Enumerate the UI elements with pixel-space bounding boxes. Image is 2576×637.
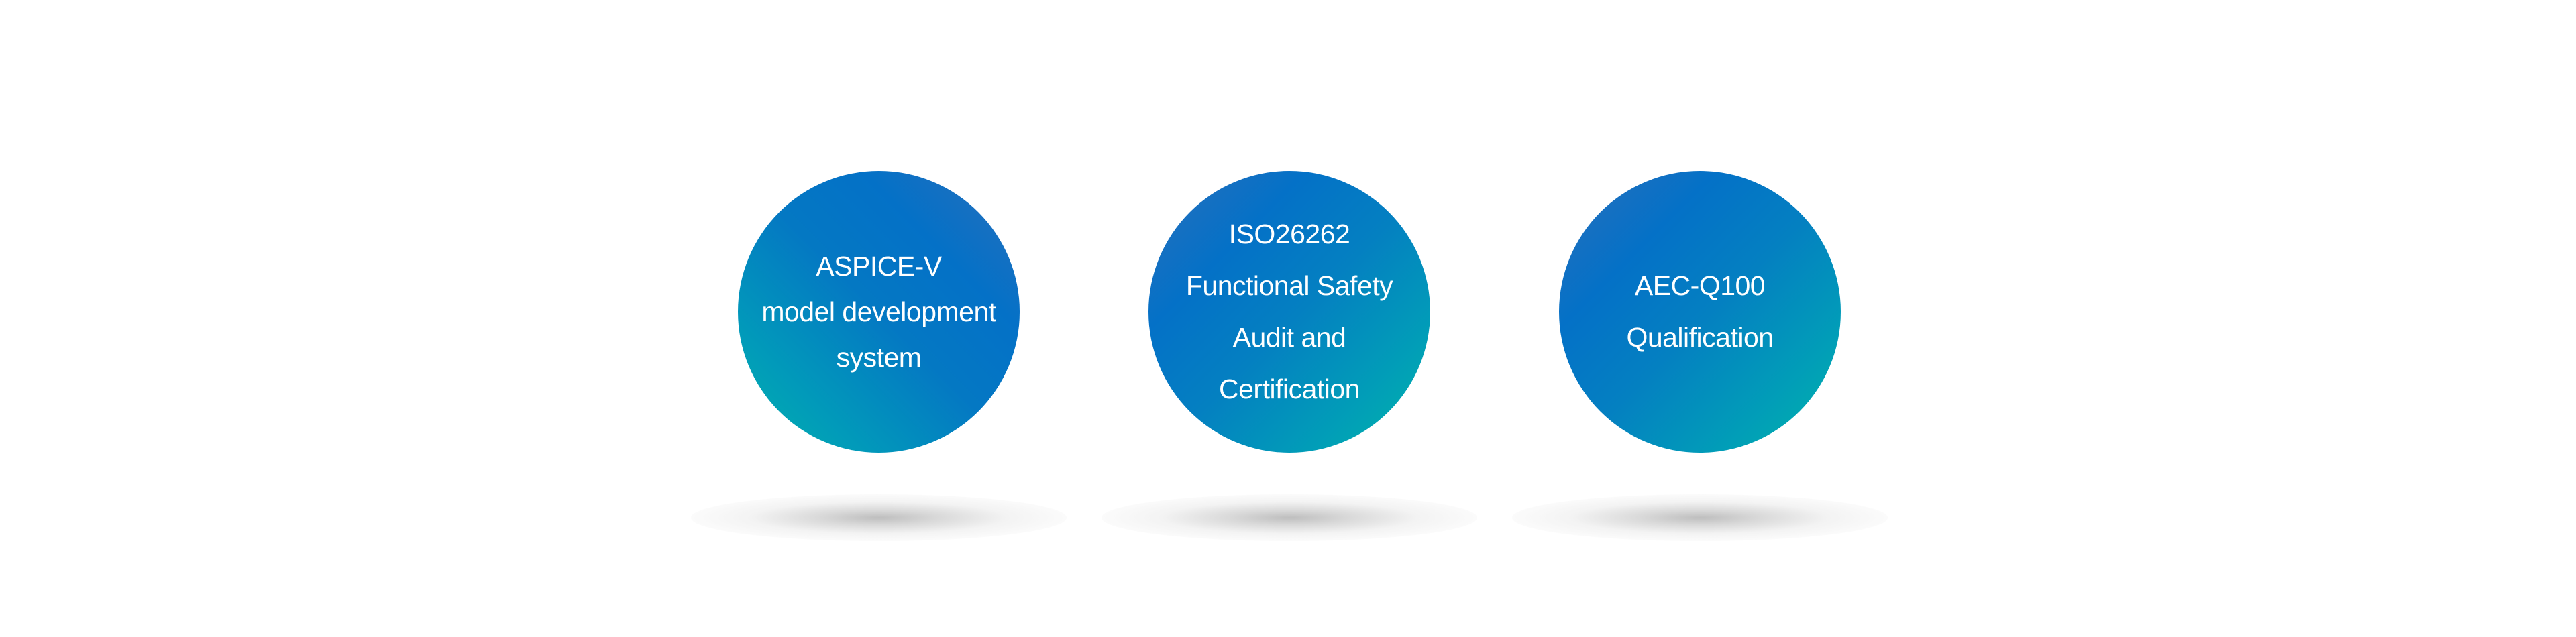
badge-label-line: Audit and <box>1232 322 1346 353</box>
badge-shadow <box>691 494 1067 541</box>
badge-circle-aspice: ASPICE-V model development system <box>738 171 1020 453</box>
badge-aec-q100: AEC-Q100 Qualification <box>1512 171 1888 546</box>
badge-label-line: Qualification <box>1626 322 1774 353</box>
badge-shadow <box>1512 494 1888 541</box>
badge-aspice: ASPICE-V model development system <box>691 171 1067 546</box>
badge-label-line: AEC-Q100 <box>1634 270 1766 301</box>
badge-circle-iso26262: ISO26262 Functional Safety Audit and Cer… <box>1148 171 1430 453</box>
badge-label-line: ASPICE-V <box>816 251 942 282</box>
badge-label-aec-q100: AEC-Q100 Qualification <box>1626 260 1774 363</box>
badge-label-line: Functional Safety <box>1185 270 1393 301</box>
badge-label-line: system <box>836 342 922 373</box>
badge-circle-aec-q100: AEC-Q100 Qualification <box>1559 171 1841 453</box>
badge-label-iso26262: ISO26262 Functional Safety Audit and Cer… <box>1186 209 1393 415</box>
badge-iso26262: ISO26262 Functional Safety Audit and Cer… <box>1102 171 1477 546</box>
badge-label-line: model development <box>761 296 996 327</box>
badge-label-aspice: ASPICE-V model development system <box>761 243 996 380</box>
badge-label-line: ISO26262 <box>1228 219 1350 249</box>
badge-shadow <box>1102 494 1477 541</box>
badge-label-line: Certification <box>1219 373 1360 404</box>
